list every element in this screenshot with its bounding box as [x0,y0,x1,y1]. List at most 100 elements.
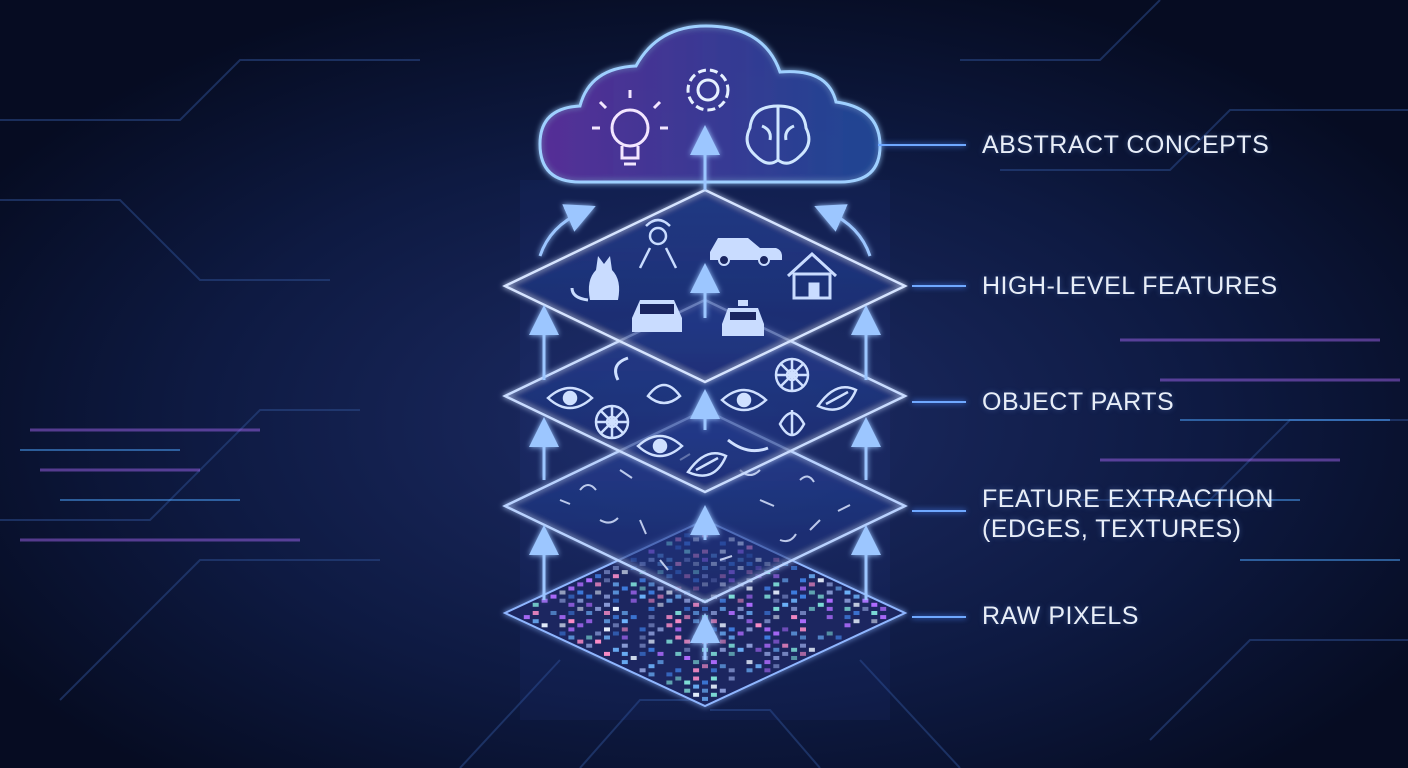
pixel-cell [577,623,584,628]
pixel-cell [826,615,833,620]
pixel-cell [693,684,700,689]
pixel-cell [675,594,682,599]
pixel-cell [604,635,610,640]
pixel-cell [719,639,726,644]
pixel-cell [586,578,593,583]
pixel-cell [612,590,619,595]
pixel-cell [621,611,628,615]
pixel-cell [630,656,637,660]
pixel-cell [550,594,557,599]
eye-icon [546,386,768,458]
pixel-cell [648,590,655,595]
pixel-cell [675,627,682,632]
pixel-cell [808,582,815,587]
pixel-cell [577,606,584,611]
leader-parts [912,401,966,403]
pixel-cell [764,594,771,599]
pixel-cell [621,660,628,665]
pixel-cell [746,643,753,648]
pixel-cell [595,631,602,636]
wheel-icon [594,357,810,440]
pixel-cell [586,602,593,607]
pixel-cell [595,590,602,595]
pixel-cell [657,594,664,599]
pixel-cell [657,627,664,632]
pixel-cell [764,668,771,673]
pixel-cell [719,664,726,669]
pixel-cell [800,586,806,591]
pixel-cell [612,647,619,652]
abstract-concepts-cloud [538,24,882,184]
pixel-cell [604,570,610,575]
pixel-cell [719,631,726,636]
pixel-cell [710,635,717,640]
pixel-cell [817,594,824,599]
pixel-cell [710,627,717,632]
pixel-cell [844,615,851,620]
pixel-cell [719,688,726,693]
pixel-cell [710,692,717,697]
pixel-cell [630,582,637,587]
pixel-cell [559,615,566,620]
pixel-cell [791,566,798,570]
pixel-cell [764,660,771,665]
pixel-cell [826,582,833,587]
pixel-cell [817,578,824,583]
pixel-cell [595,639,602,644]
pixel-cell [639,643,646,648]
pixel-cell [773,582,780,587]
pixel-cell [604,651,610,656]
pixel-cell [719,598,726,603]
label-abstract-concepts: ABSTRACT CONCEPTS [982,131,1270,159]
pixel-cell [702,664,708,669]
pixel-cell [808,606,815,611]
pixel-cell [737,606,744,611]
pixel-cell [817,635,824,640]
pixel-cell [764,651,771,656]
pixel-cell [782,578,789,583]
pixel-cell [737,647,744,652]
pixel-cell [675,651,682,656]
robot-icon [638,218,678,269]
pixel-cell [559,590,566,595]
lightbulb-icon [592,90,668,166]
pixel-cell [800,594,806,599]
pixel-cell [728,668,735,673]
ear-icon [614,356,769,453]
pixel-cell [586,635,593,640]
pixel-cell [675,676,682,681]
pixel-cell [719,606,726,611]
pixel-cell [666,615,673,620]
pixel-cell [612,574,619,579]
pixel-cell [800,651,806,656]
pixel-cell [675,668,682,673]
pixel-cell [737,598,744,603]
pixel-cell [577,590,584,595]
pixel-cell [568,586,575,591]
pixel-cell [808,574,815,579]
leaf-icon [646,383,858,477]
pixel-cell [630,615,637,620]
pixel-cell [568,635,575,640]
pixel-cell [791,656,798,660]
label-feature-extraction-line1: FEATURE EXTRACTION [982,485,1274,513]
pixel-cell [746,594,753,599]
pixel-cell [639,635,646,640]
pixel-cell [826,606,833,611]
pixel-cell [773,631,780,636]
pixel-cell [800,627,806,632]
pixel-cell [791,598,798,603]
pixel-cell [755,647,762,652]
cat-icon [570,256,620,302]
circuit-blue-dashes [20,419,1400,561]
label-raw-pixels: RAW PIXELS [982,602,1139,630]
pixel-cell [800,619,806,624]
pixel-cell [693,611,700,615]
pixel-cell [684,606,691,611]
pixel-cell [710,611,717,615]
pixel-cell [782,627,789,632]
pixel-cell [782,643,789,648]
pixel-cell [684,656,691,660]
